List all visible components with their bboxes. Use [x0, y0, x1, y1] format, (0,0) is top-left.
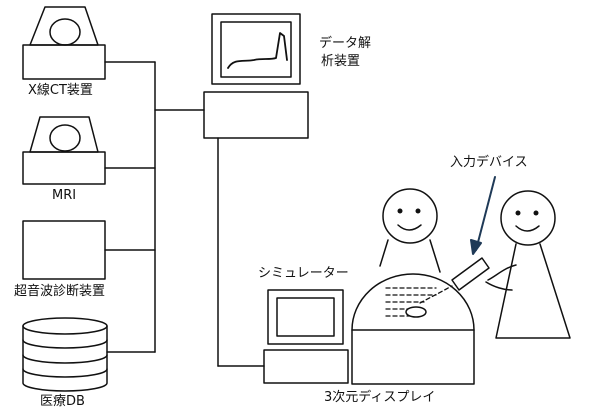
simulator-computer-icon: [263, 289, 349, 384]
3d-display-dome-icon: [351, 273, 475, 385]
medical-db-label: 医療DB: [40, 394, 85, 409]
data-analysis-label-line1: データ解: [319, 36, 372, 51]
ultrasound-label: 超音波診断装置: [14, 284, 106, 299]
person-icon: [379, 188, 441, 273]
database-icon: [22, 317, 108, 392]
network-lines: [104, 61, 265, 367]
input-device-label: 入力デバイス: [450, 155, 528, 170]
ultrasound-device-icon: [22, 220, 106, 280]
mri-label: MRI: [52, 188, 77, 203]
input-device-arrow: [470, 176, 496, 255]
stylus-pen-icon: [451, 257, 490, 291]
data-analysis-monitor-icon: [203, 13, 309, 139]
3d-display-label: 3次元ディスプレイ: [324, 390, 436, 405]
simulator-label: シミュレーター: [258, 266, 349, 281]
data-analysis-label-line2: 析装置: [321, 54, 361, 69]
ct-scanner-icon: [22, 6, 106, 80]
ct-label: X線CT装置: [28, 83, 93, 98]
person-icon: [485, 190, 571, 339]
mri-scanner-icon: [22, 116, 106, 185]
